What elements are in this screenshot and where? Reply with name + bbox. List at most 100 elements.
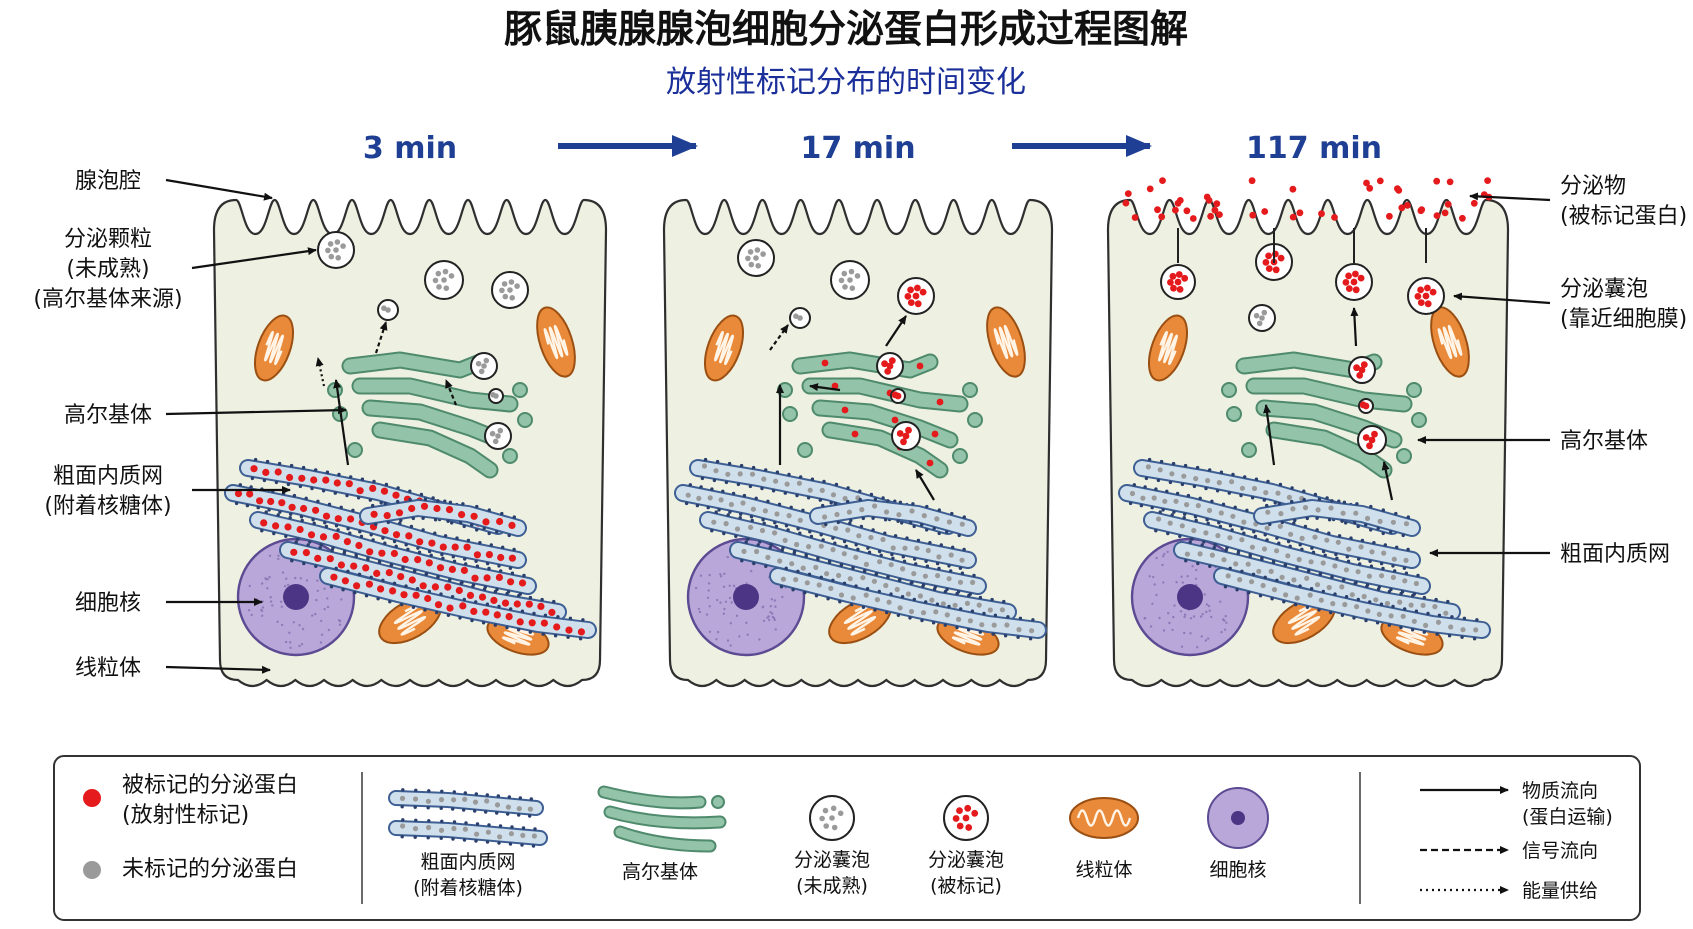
ribosome	[924, 559, 928, 563]
ribosome	[341, 588, 345, 592]
ribosome	[435, 610, 439, 615]
ribosome	[516, 628, 521, 632]
right-label-3: 高尔基体	[1560, 429, 1648, 454]
unlabeled-protein-dot	[849, 285, 856, 292]
unlabeled-protein-dot	[1291, 577, 1297, 583]
ribosome	[304, 496, 308, 500]
chromatin-dot	[1223, 628, 1227, 631]
ribosome	[937, 566, 941, 571]
ribosome	[324, 524, 329, 529]
chromatin-dot	[699, 574, 703, 577]
ribosome	[556, 615, 560, 619]
ribosome	[1194, 518, 1198, 523]
labeled-protein-dot	[1359, 401, 1367, 409]
chromatin-dot	[728, 596, 732, 600]
unlabeled-protein-dot	[335, 254, 342, 261]
labeled-protein-dot	[553, 623, 561, 631]
secretory-vesicle-unlabeled	[830, 260, 870, 300]
ribosome	[431, 496, 435, 500]
ribosome	[484, 810, 488, 814]
labeled-protein-dot	[902, 432, 910, 440]
ribosome	[312, 521, 316, 525]
labeled-protein-dot	[298, 474, 306, 482]
ribosome	[452, 559, 457, 563]
legend-arrow-label: 物质流向	[1522, 780, 1598, 802]
ribosome	[1245, 508, 1249, 512]
unlabeled-protein-dot	[804, 580, 810, 586]
er-cistern-lumen	[361, 501, 525, 535]
ribosome	[804, 554, 808, 558]
ribosome	[389, 563, 393, 567]
ribosome	[374, 522, 378, 527]
chromatin-dot	[750, 569, 753, 573]
secretory-vesicle-unlabeled	[809, 795, 855, 841]
golgi-vesicle	[1221, 382, 1237, 398]
ribosome	[408, 489, 412, 493]
unlabeled-protein-dot	[774, 511, 780, 517]
labeled-protein-dot	[420, 502, 429, 510]
ribosome	[935, 602, 940, 606]
nucleolus	[733, 584, 759, 610]
secretory-vesicle-unlabeled	[424, 260, 464, 300]
unlabeled-protein-dot	[1253, 312, 1260, 319]
unlabeled-protein-dot	[1237, 577, 1243, 583]
secretory-vesicle-unlabeled	[470, 352, 498, 380]
chromatin-dot	[1219, 600, 1222, 603]
labeled-protein-dot	[1433, 177, 1441, 185]
ribosome	[329, 585, 334, 589]
flow-arrow	[1263, 404, 1276, 466]
chromatin-dot	[722, 585, 726, 588]
ribosome	[1280, 520, 1285, 525]
ribosome	[260, 529, 264, 533]
chromatin-dot	[305, 579, 309, 582]
ribosome	[487, 531, 491, 536]
unlabeled-protein-dot	[1193, 476, 1199, 482]
unlabeled-protein-dot	[1249, 544, 1255, 550]
labeled-protein-dot	[405, 532, 413, 540]
unlabeled-protein-dot	[1390, 574, 1396, 581]
unlabeled-protein-dot	[1274, 548, 1280, 554]
unlabeled-protein-dot	[472, 799, 479, 805]
unlabeled-protein-dot	[829, 815, 835, 821]
ribosome	[1006, 615, 1010, 619]
unlabeled-protein-dot	[1400, 613, 1406, 619]
labeled-protein-dot	[886, 362, 894, 370]
unlabeled-protein-dot	[1206, 507, 1213, 513]
ribosome	[1447, 634, 1452, 638]
chromatin-dot	[707, 582, 711, 585]
unlabeled-protein-dot	[762, 508, 769, 514]
ribosome	[1340, 519, 1344, 523]
ribosome	[1399, 591, 1403, 596]
chromatin-dot	[1223, 619, 1226, 622]
labeled-protein-dot	[1363, 179, 1370, 187]
chromatin-dot	[268, 554, 272, 557]
ribosome	[301, 465, 306, 470]
ribosome	[512, 515, 516, 519]
unlabeled-protein-dot	[1315, 507, 1321, 513]
unlabeled-protein-dot	[1349, 592, 1355, 598]
labeled-protein-dot	[904, 293, 912, 300]
unlabeled-protein-dot	[1215, 533, 1221, 539]
ribosome	[415, 587, 420, 591]
unlabeled-protein-dot	[1354, 604, 1360, 610]
vesicle-labeled-icon	[943, 795, 989, 841]
labeled-protein-dot	[1122, 199, 1130, 207]
ribosome	[462, 838, 467, 842]
ribosome	[333, 491, 337, 495]
ribosome	[1437, 613, 1442, 617]
ribosome	[474, 792, 478, 796]
labeled-protein-dot	[1249, 211, 1257, 219]
left-label-2: (未成熟)	[66, 257, 149, 282]
ribosome	[1381, 566, 1385, 571]
ribosome	[409, 524, 414, 529]
unlabeled-protein-dot	[845, 527, 851, 533]
ribosome	[371, 538, 375, 542]
ribosome	[937, 531, 941, 536]
ribosome	[1028, 637, 1033, 641]
ribosome	[400, 835, 404, 839]
secretory-vesicle-unlabeled	[377, 299, 399, 321]
legend-golgi-lumen	[605, 807, 725, 828]
left-label-5: 细胞核	[75, 591, 141, 616]
chromatin-dot	[285, 577, 288, 580]
unlabeled-protein-dot	[823, 823, 829, 829]
